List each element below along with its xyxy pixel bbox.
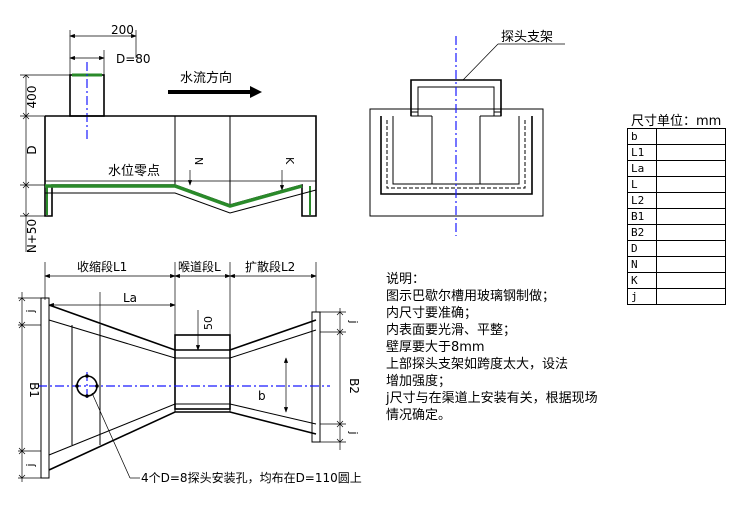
- table-row: D: [627, 240, 726, 257]
- notes-line: 图示巴歇尔槽用玻璃钢制做；: [386, 289, 556, 304]
- b1-label: B1: [27, 382, 41, 398]
- dim-d80: D=80: [116, 52, 151, 66]
- dim-50: 50: [202, 316, 215, 330]
- table-row: L: [627, 176, 726, 193]
- seg-l1: 收缩段L1: [77, 259, 127, 274]
- notes-block: 说明： 图示巴歇尔槽用玻璃钢制做； 内尺寸要准确； 内表面要光滑、平整； 壁厚要…: [386, 271, 598, 424]
- plan-view: 4个D=8探头安装孔，均布在D=110圆上 收缩段L1 喉道段L 扩散段L2 L…: [18, 259, 362, 485]
- table-key: N: [627, 256, 657, 273]
- table-value: [656, 288, 726, 305]
- notes-line: 上部探头支架如跨度太大，设法: [386, 357, 569, 372]
- table-value: [656, 240, 726, 257]
- la-label: La: [123, 291, 137, 305]
- dimension-table: 尺寸单位：mm b L1 La L L2 B1 B2 D N K j: [627, 110, 726, 305]
- table-value: [656, 128, 726, 145]
- side-view: 200 D=80 水位零点 N K 水流方向 400 D N+50: [20, 23, 317, 253]
- notes-line: 增加强度；: [386, 374, 452, 389]
- probe-bracket: [410, 79, 502, 116]
- table-row: L2: [627, 192, 726, 209]
- n-label: N: [192, 157, 205, 165]
- table-value: [656, 176, 726, 193]
- k-label: K: [283, 157, 296, 165]
- table-key: L2: [627, 192, 657, 209]
- j-bottom-right: j: [347, 430, 360, 434]
- notes-line: 说明：: [386, 272, 426, 287]
- table-key: j: [627, 288, 657, 305]
- notes-line: j尺寸与在渠道上安装有关，根据现场: [386, 391, 598, 406]
- b-label: b: [258, 389, 266, 403]
- table-key: D: [627, 240, 657, 257]
- j-bottom-left: j: [24, 463, 37, 467]
- table-key: B1: [627, 208, 657, 225]
- table-value: [656, 208, 726, 225]
- throat-box: [174, 334, 231, 410]
- dim-n50: N+50: [25, 219, 39, 253]
- notes-line: 内尺寸要准确；: [386, 306, 478, 321]
- table-key: La: [627, 160, 657, 177]
- seg-l2: 扩散段L2: [245, 259, 295, 274]
- dim-200: 200: [111, 23, 134, 37]
- table-key: L1: [627, 144, 657, 161]
- section-view: 探头支架: [369, 30, 565, 236]
- table-row: N: [627, 256, 726, 273]
- j-top-right: j: [347, 319, 360, 323]
- seg-l: 喉道段L: [178, 259, 221, 274]
- table-key: B2: [627, 224, 657, 241]
- table-header: 尺寸单位：mm: [631, 114, 722, 129]
- notes-line: 情况确定。: [386, 408, 452, 423]
- table-value: [656, 144, 726, 161]
- table-value: [656, 192, 726, 209]
- table-row: L1: [627, 144, 726, 161]
- bracket-leader: [462, 43, 499, 81]
- table-value: [656, 160, 726, 177]
- table-row: La: [627, 160, 726, 177]
- notes-line: 内表面要光滑、平整；: [386, 323, 517, 338]
- dim-400: 400: [25, 86, 39, 109]
- hole-note: 4个D=8探头安装孔，均布在D=110圆上: [141, 470, 362, 485]
- table-value: [656, 256, 726, 273]
- bracket-label: 探头支架: [501, 30, 553, 45]
- hole-leader: [91, 392, 131, 479]
- table-row: b: [627, 128, 726, 145]
- dim-d: D: [25, 145, 39, 154]
- table-row: j: [627, 288, 726, 305]
- notes-line: 壁厚要大于8mm: [386, 340, 485, 355]
- table-key: K: [627, 272, 657, 289]
- table-value: [656, 224, 726, 241]
- entrance-wall: [40, 297, 50, 479]
- exit-wall: [311, 311, 321, 443]
- flow-label: 水流方向: [180, 70, 232, 86]
- table-key: b: [627, 128, 657, 145]
- j-top-left: j: [24, 309, 37, 313]
- zero-label: 水位零点: [108, 164, 160, 179]
- table-row: K: [627, 272, 726, 289]
- b2-label: B2: [347, 378, 361, 394]
- flume-floor-wall: [45, 184, 303, 208]
- table-value: [656, 272, 726, 289]
- table-row: B2: [627, 224, 726, 241]
- table-row: B1: [627, 208, 726, 225]
- table-key: L: [627, 176, 657, 193]
